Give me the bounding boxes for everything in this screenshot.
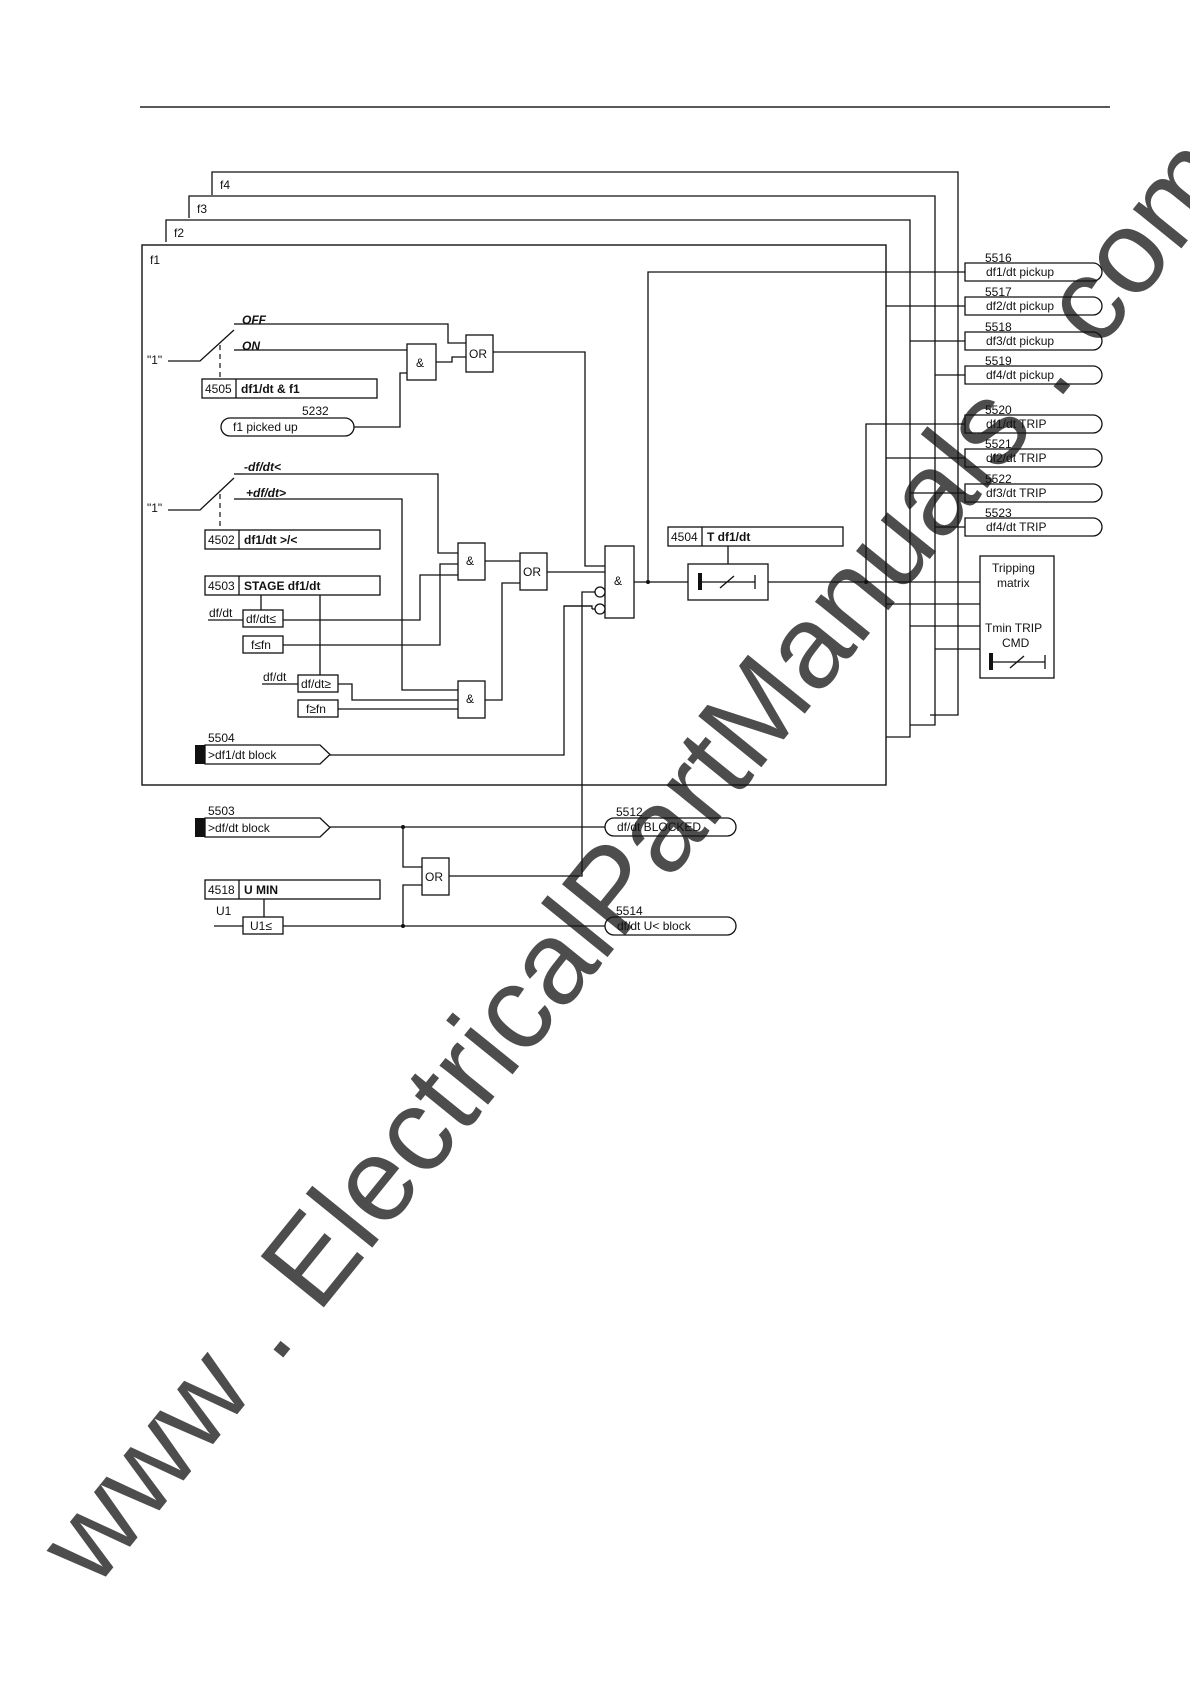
comp-dfdt-ge-label: df/dt≥ [301, 677, 331, 691]
param-4504-num: 4504 [671, 530, 698, 544]
output-5517-label: df2/dt pickup [986, 299, 1054, 313]
param-4503 [204, 575, 381, 596]
matrix-line3: Tmin TRIP [985, 621, 1042, 635]
signal-5514-label: df/dt U< block [617, 919, 692, 933]
param-4518-num: 4518 [208, 883, 235, 897]
signal-5504-num: 5504 [208, 731, 235, 745]
comp-f-ge-label: f≥fn [306, 702, 326, 716]
param-4505-label: df1/dt & f1 [241, 382, 300, 396]
output-5523-num: 5523 [985, 506, 1012, 520]
switch-2-pos: +df/dt> [246, 486, 286, 500]
signal-5512 [604, 817, 737, 837]
input-dfdt-1: df/dt [209, 606, 233, 620]
output-5521-num: 5521 [985, 437, 1012, 451]
output-5516: 5516 df1/dt pickup [964, 251, 1103, 282]
output-5517-num: 5517 [985, 285, 1012, 299]
signal-5514 [604, 916, 737, 936]
const-one-1: "1" [147, 353, 162, 367]
output-5517: 5517 df2/dt pickup [964, 285, 1103, 316]
and-gate-1-label: & [416, 356, 424, 370]
signal-5514-num: 5514 [616, 904, 643, 918]
signal-5503-num: 5503 [208, 804, 235, 818]
frame-f2-label: f2 [174, 226, 184, 240]
const-one-2: "1" [147, 501, 162, 515]
output-5521-label: df2/dt TRIP [986, 451, 1046, 465]
param-4503-label: STAGE df1/dt [244, 579, 320, 593]
output-5520-num: 5520 [985, 403, 1012, 417]
param-4502 [204, 529, 381, 550]
output-5521: 5521 df2/dt TRIP [964, 437, 1103, 468]
param-4503-num: 4503 [208, 579, 235, 593]
and-gate-main-label: & [614, 574, 622, 588]
or-gate-2-label: OR [523, 565, 541, 579]
param-4518-label: U MIN [244, 883, 278, 897]
signal-5504-label: >df1/dt block [208, 748, 277, 762]
frame-f4-label: f4 [220, 178, 230, 192]
output-5520-label: df1/dt TRIP [986, 417, 1046, 431]
switch-1-on: ON [242, 339, 260, 353]
output-5522: 5522 df3/dt TRIP [964, 472, 1103, 503]
output-5520: 5520 df1/dt TRIP [964, 403, 1103, 434]
param-4505-num: 4505 [205, 382, 232, 396]
param-4504-label: T df1/dt [707, 530, 750, 544]
or-gate-3-label: OR [425, 870, 443, 884]
output-5523: 5523 df4/dt TRIP [964, 506, 1103, 537]
output-5519: 5519 df4/dt pickup [964, 354, 1103, 385]
signal-5512-num: 5512 [616, 805, 643, 819]
and-gate-2-label: & [466, 554, 474, 568]
signal-5503-label: >df/dt block [208, 821, 271, 835]
output-5523-label: df4/dt TRIP [986, 520, 1046, 534]
switch-1 [168, 329, 235, 362]
frame-f3-label: f3 [197, 202, 207, 216]
output-5516-num: 5516 [985, 251, 1012, 265]
signal-5232-num: 5232 [302, 404, 329, 418]
output-5522-label: df3/dt TRIP [986, 486, 1046, 500]
param-4504 [667, 526, 844, 547]
and-gate-3-label: & [466, 692, 474, 706]
param-4502-label: df1/dt >/< [244, 533, 297, 547]
signal-5232 [220, 417, 355, 437]
matrix-line4: CMD [1002, 636, 1030, 650]
signal-5503 [204, 817, 331, 838]
frame-f4 [211, 171, 959, 716]
signal-5232-label: f1 picked up [233, 420, 298, 434]
frame-f3 [188, 195, 936, 726]
comp-f-le-label: f≤fn [251, 638, 271, 652]
comp-u1-le-label: U1≤ [250, 919, 272, 933]
switch-2-neg: -df/dt< [244, 460, 281, 474]
comp-dfdt-le-label: df/dt≤ [246, 612, 276, 626]
input-dfdt-2: df/dt [263, 670, 287, 684]
or-gate-1 [465, 334, 494, 373]
frame-f2 [165, 219, 911, 738]
param-4502-num: 4502 [208, 533, 235, 547]
signal-5512-label: df/dt BLOCKED [617, 820, 701, 834]
param-4518 [204, 879, 381, 900]
output-5518-label: df3/dt pickup [986, 334, 1054, 348]
input-u1: U1 [216, 904, 232, 918]
output-5519-label: df4/dt pickup [986, 368, 1054, 382]
or-gate-3 [421, 857, 450, 896]
switch-1-off: OFF [242, 313, 267, 327]
and-gate-2 [457, 542, 486, 581]
and-gate-main [604, 545, 635, 619]
signal-5504-marker [195, 745, 205, 764]
signal-5503-marker [195, 818, 205, 837]
comp-dfdt-le [242, 609, 284, 628]
output-5518: 5518 df3/dt pickup [964, 320, 1103, 351]
param-4505 [201, 378, 378, 399]
frame-f1-label: f1 [150, 253, 160, 267]
matrix-line2: matrix [997, 576, 1030, 590]
output-5518-num: 5518 [985, 320, 1012, 334]
matrix-line1: Tripping [992, 561, 1035, 575]
signal-5504 [204, 744, 331, 765]
output-5519-num: 5519 [985, 354, 1012, 368]
or-gate-2 [519, 552, 548, 591]
output-5522-num: 5522 [985, 472, 1012, 486]
frame-f1 [141, 244, 887, 786]
switch-2 [168, 477, 235, 511]
output-5516-label: df1/dt pickup [986, 265, 1054, 279]
or-gate-1-label: OR [469, 347, 487, 361]
